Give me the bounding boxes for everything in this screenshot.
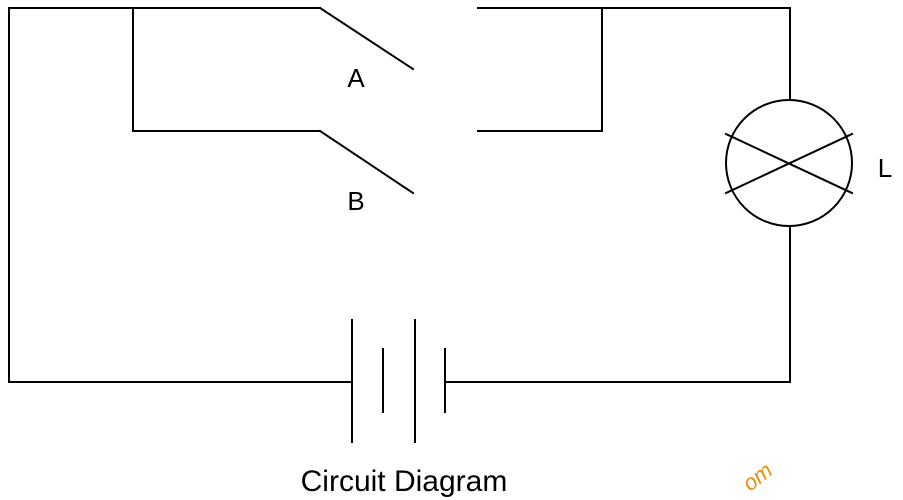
left-outer-wire — [8, 7, 353, 383]
switch-b-blade — [318, 129, 415, 195]
battery-icon — [351, 319, 446, 443]
lamp-icon — [724, 99, 854, 227]
lamp-label: L — [878, 153, 892, 183]
diagram-caption: Circuit Diagram — [301, 465, 508, 498]
left-inner-branch-wire — [132, 7, 321, 132]
watermark-text: om — [738, 457, 777, 496]
switch-a-label: A — [347, 63, 365, 93]
middle-right-wire — [477, 7, 603, 132]
top-right-wire — [477, 7, 791, 101]
lamp-to-battery-wire — [444, 225, 791, 383]
switch-a-blade — [318, 6, 415, 71]
switch-b-label: B — [347, 186, 364, 216]
